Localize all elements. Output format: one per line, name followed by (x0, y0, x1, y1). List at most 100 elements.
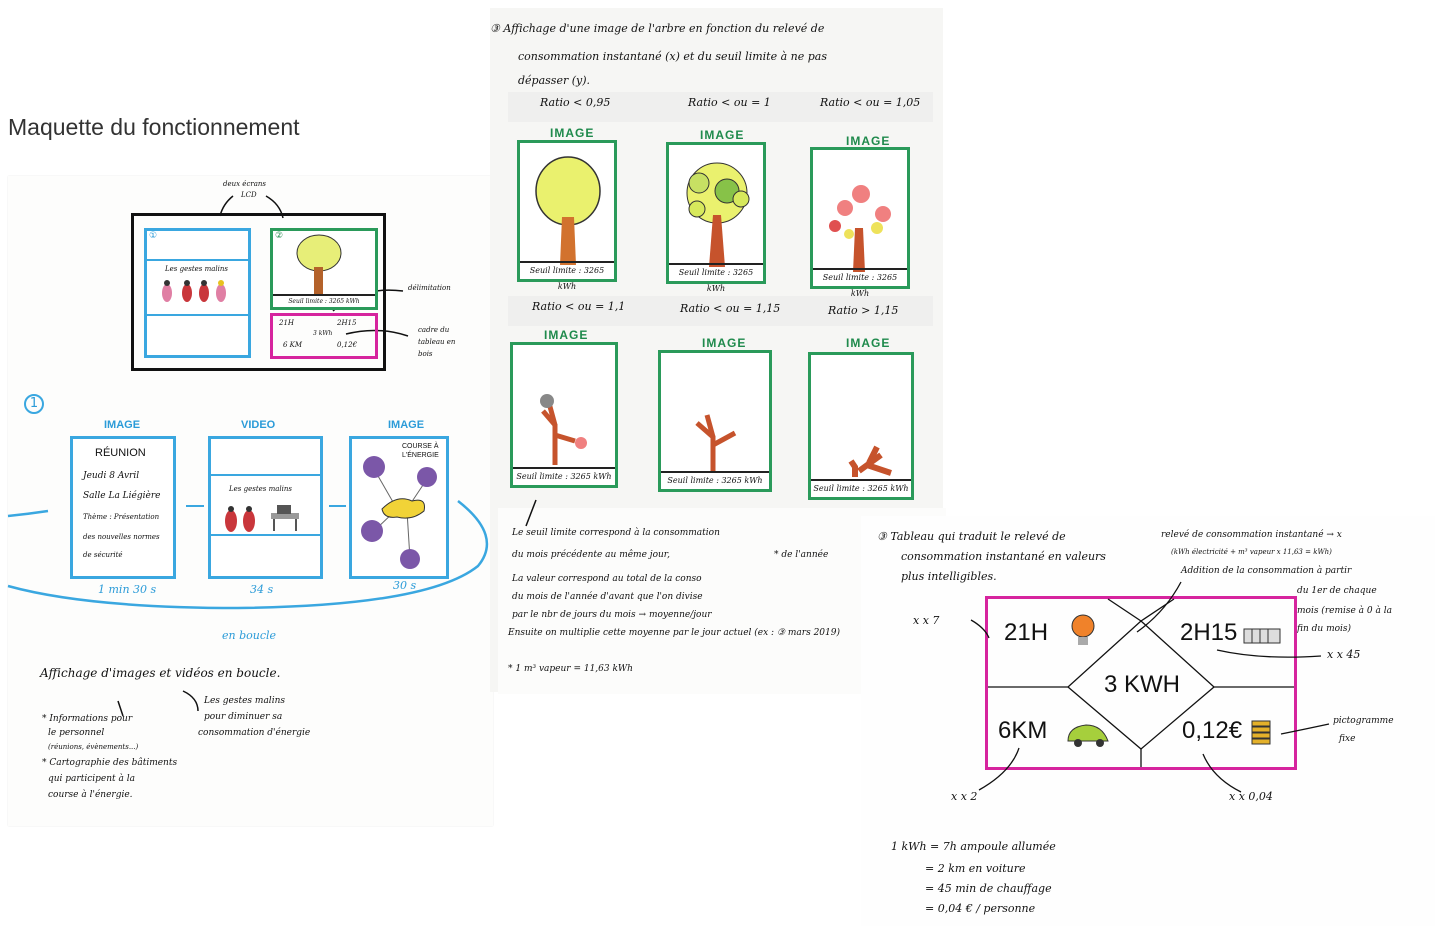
annotation-cadre-1: cadre du (418, 326, 450, 334)
card1-line-4: Thème : Présentation (83, 513, 160, 521)
equiv-1: 1 kWh = 7h ampoule allumée (891, 840, 1056, 853)
slide-card-reunion: RÉUNION Jeudi 8 Avril Salle La Liégière … (70, 436, 176, 579)
tree-card-3: Seuil limite : 3265 kWh (810, 147, 910, 298)
pictogramme-2: fixe (1339, 734, 1356, 744)
bullet-right-2: pour diminuer sa (204, 712, 283, 722)
tree-stump-icon (848, 445, 892, 477)
mini-21h: 21H (279, 319, 295, 327)
card3-line-2: L'ÉNERGIE (402, 452, 439, 459)
seuil-5: Seuil limite : 3265 kWh (661, 471, 769, 489)
right-note-2: (kWh électricité + m³ vapeur x 11,63 = k… (1171, 548, 1332, 556)
label-image-t6: IMAGE (846, 336, 891, 350)
bullet-left-1: * Informations pour (42, 714, 133, 724)
annotation-cadre-3: bois (418, 350, 433, 358)
tree-fruit-icon (686, 162, 750, 267)
sheet3-header-1: ③ Tableau qui traduit le relevé de (877, 530, 1066, 543)
card1-line-6: de sécurité (83, 551, 123, 559)
label-image-2: IMAGE (388, 419, 425, 431)
tree-card-6: Seuil limite : 3265 kWh (808, 352, 914, 500)
seuil-3: Seuil limite : 3265 kWh (813, 268, 907, 298)
equiv-3: = 45 min de chauffage (925, 882, 1052, 895)
ratio-5: Ratio < ou = 1,15 (680, 302, 781, 315)
label-image-t3: IMAGE (846, 134, 891, 148)
loop-label: en boucle (222, 629, 277, 642)
section-number-1: 1 (24, 394, 44, 414)
lcd-screen-right: ② Seuil limite : 3265 kWh (270, 228, 378, 310)
ratio-6: Ratio > 1,15 (828, 304, 899, 317)
slide-card-video: Les gestes malins (208, 436, 323, 579)
note-6: Ensuite on multiplie cette moyenne par l… (508, 628, 840, 638)
sheet2-header-3: dépasser (y). (518, 74, 590, 87)
right-note-3: Addition de la consommation à partir (1181, 566, 1352, 576)
bullet-left-3: (réunions, évènements...) (48, 743, 139, 751)
value-012: 0,12€ (1182, 717, 1243, 744)
mini-seuil: Seuil limite : 3265 kWh (273, 294, 375, 307)
label-image-1: IMAGE (104, 419, 141, 431)
multiplier-x7: x x 7 (913, 614, 940, 627)
annotation-deux-ecrans: deux écrans (223, 180, 266, 188)
note-3: La valeur correspond au total de la cons… (512, 574, 702, 584)
seuil-1: Seuil limite : 3265 kWh (520, 261, 614, 291)
energy-dashboard: 21H 2H15 3 KWH 6KM 0,12€ (985, 596, 1297, 770)
card3-line-1: COURSE À (402, 443, 439, 450)
tree-card-4: Seuil limite : 3265 kWh (510, 342, 618, 488)
label-image-t1: IMAGE (550, 126, 595, 140)
card1-title: RÉUNION (95, 447, 146, 459)
lightbulb-icon (1071, 614, 1095, 645)
annotation-cadre-2: tableau en (418, 338, 456, 346)
ratio-3: Ratio < ou = 1,05 (820, 96, 921, 109)
tree-card-5: Seuil limite : 3265 kWh (658, 350, 772, 492)
mini-gestes-malins: Les gestes malins (165, 265, 228, 273)
multiplier-x004: x x 0,04 (1229, 790, 1273, 803)
screen-number-2: ② (275, 231, 284, 241)
label-image-t5: IMAGE (702, 336, 747, 350)
sheet3-arrows (970, 581, 1330, 793)
note-de-annee: * de l'année (774, 550, 829, 560)
pictogramme-1: pictogramme (1333, 716, 1394, 726)
bullet-right-3: consommation d'énergie (198, 728, 311, 738)
tree-sparse-icon (829, 185, 891, 272)
sketch-sheet-1: deux écrans LCD ① Les gestes malins ② (7, 176, 493, 826)
mini-6km: 6 KM (283, 341, 303, 349)
label-video: VIDEO (241, 419, 276, 431)
value-21h: 21H (1004, 619, 1049, 646)
duration-1: 1 min 30 s (98, 583, 157, 596)
mini-3kwh: 3 kWh (313, 330, 333, 337)
ratio-4: Ratio < ou = 1,1 (532, 300, 626, 313)
note-2: du mois précédente au même jour, (512, 550, 670, 560)
sheet2-header-2: consommation instantané (x) et du seuil … (518, 50, 827, 63)
people-icon (162, 280, 226, 302)
tree-card-2: Seuil limite : 3265 kWh (666, 142, 766, 293)
sketch-sheet-3: ③ Tableau qui traduit le relevé de conso… (861, 516, 1435, 926)
sheet3-header-3: plus intelligibles. (901, 570, 997, 583)
duration-3: 30 s (393, 579, 417, 592)
sheet3-header-2: consommation instantané en valeurs (901, 550, 1106, 563)
equiv-2: = 2 km en voiture (925, 862, 1026, 875)
dashboard-dividers (988, 598, 1294, 767)
card1-line-5: des nouvelles normes (83, 533, 160, 541)
annotation-delimitation: délimitation (408, 284, 451, 292)
lcd-screen-left: ① Les gestes malins (144, 228, 251, 358)
bullet-left-2: le personnel (48, 728, 105, 738)
note-5: par le nbr de jours du mois → moyenne/jo… (512, 610, 712, 620)
tree-bare-icon (540, 394, 587, 465)
page-title: Maquette du fonctionnement (8, 114, 300, 140)
right-note-1: relevé de consommation instantané → x (1161, 530, 1342, 540)
annotation-lcd: LCD (241, 191, 257, 199)
video-scene-icon (225, 505, 299, 532)
card1-line-3: Salle La Liégière (83, 491, 161, 501)
coins-icon (1251, 720, 1271, 745)
sheet2-header-1: ③ Affichage d'une image de l'arbre en fo… (490, 22, 825, 35)
value-3kwh: 3 KWH (1104, 671, 1181, 698)
note-1: Le seuil limite correspond à la consomma… (512, 528, 720, 538)
value-2h15: 2H15 (1180, 619, 1238, 646)
tree-card-1: Seuil limite : 3265 kWh (517, 140, 617, 291)
bullet-right-1: Les gestes malins (204, 696, 285, 706)
car-icon (1067, 724, 1109, 747)
tree-dead-icon (695, 414, 737, 473)
seuil-4: Seuil limite : 3265 kWh (513, 467, 615, 485)
tree-full-icon (535, 156, 601, 265)
ratio-2: Ratio < ou = 1 (688, 96, 771, 109)
bullet-left-4: * Cartographie des bâtiments (42, 758, 178, 768)
note-4: du mois de l'année d'avant que l'on divi… (512, 592, 703, 602)
